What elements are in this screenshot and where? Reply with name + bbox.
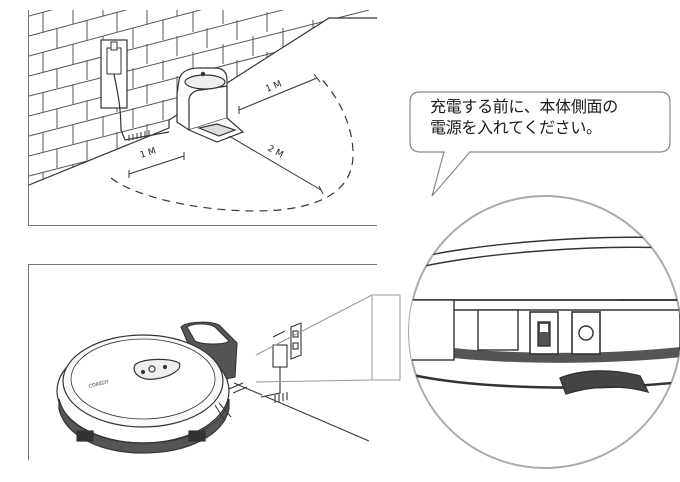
zoomed-power-switch-view xyxy=(409,236,680,395)
side-brush xyxy=(559,370,650,395)
power-adapter xyxy=(260,344,288,403)
power-cable xyxy=(113,73,170,141)
power-adapter-icon xyxy=(106,47,122,75)
power-switch xyxy=(537,321,551,347)
robot-logo: COREDY xyxy=(88,379,110,390)
dock-placement-illustration: 1 M 1 M 2 M xyxy=(28,10,377,226)
instruction-line-1: 充電する前に、本体側面の xyxy=(430,97,618,116)
dock-placement-drawing: 1 M 1 M 2 M xyxy=(29,10,377,212)
floor-edge xyxy=(233,382,370,442)
clearance-boundary xyxy=(110,75,354,212)
robot-vacuum xyxy=(56,334,232,454)
wall-outlet xyxy=(290,322,302,360)
charging-port xyxy=(578,325,594,341)
robot-illustration: COREDY xyxy=(28,264,377,460)
wall-floor-edge xyxy=(29,17,377,186)
instruction-line-2: 電源を入れてください。 xyxy=(430,118,602,137)
zoom-circle xyxy=(408,195,680,469)
robot-drawing: COREDY xyxy=(56,321,370,454)
charging-instruction: 充電する前に、本体側面の 電源を入れてください。 xyxy=(430,96,670,138)
cable-hatching xyxy=(128,130,150,141)
measurement-lines xyxy=(128,73,324,195)
distance-label-front: 2 M xyxy=(266,144,285,161)
distance-label-left: 1 M xyxy=(139,146,158,161)
charging-dock xyxy=(180,321,238,384)
